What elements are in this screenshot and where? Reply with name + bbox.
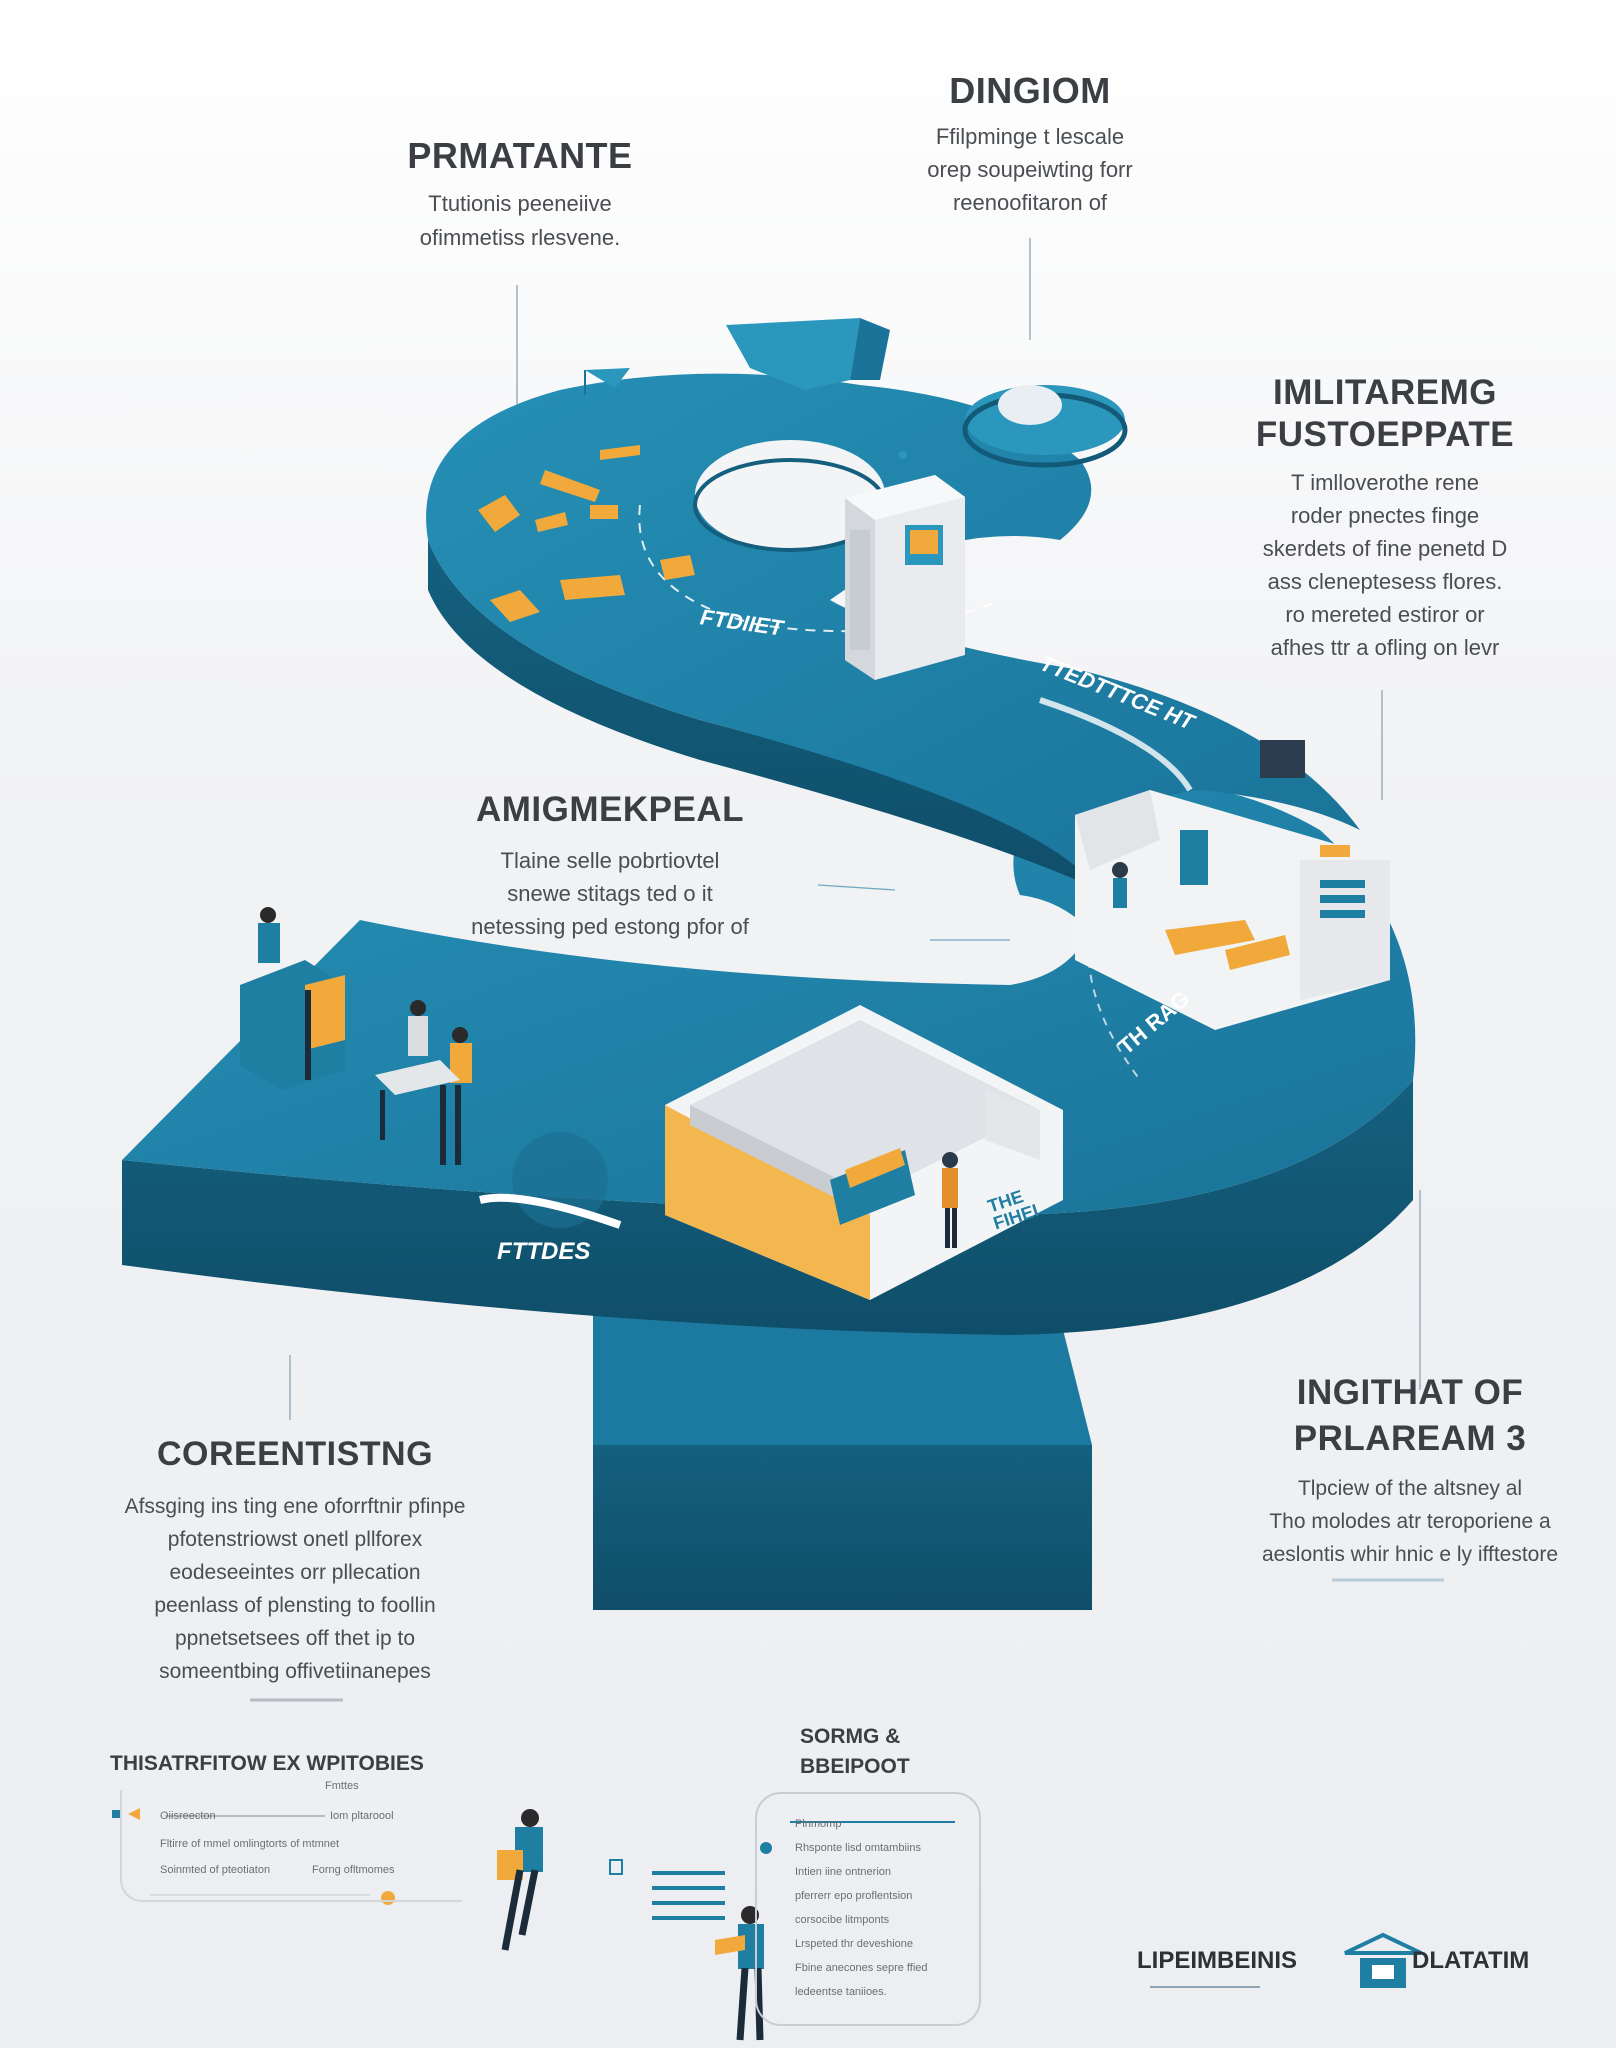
block-right-upper-line: skerdets of fine penetd D <box>1262 536 1508 561</box>
block-bottom-left-line: eodeseeintes orr pllecation <box>169 1561 421 1584</box>
footer-logo <box>1150 1932 1422 1988</box>
block-right-upper-line: roder pnectes finge <box>1290 503 1480 528</box>
block-right-upper: IMLITAREMG FUSTOEPPATE T imlloverothe re… <box>1225 372 1545 664</box>
block-center-left: AMIGMEKPEAL Tlaine selle pobrtiovtel sne… <box>435 790 785 943</box>
panel-center-row: pferrerr epo proflentsion <box>795 1890 913 1902</box>
block-bottom-left-line: pfotenstriowst onetl pllforex <box>167 1528 423 1551</box>
leader-lines <box>250 238 1444 1702</box>
block-right-lower-title: PRLAREAM 3 <box>1293 1419 1527 1458</box>
panel-center-row: Intien iine ontnerion <box>795 1866 892 1878</box>
block-right-lower-line: Tho molodes atr teroporiene a <box>1269 1510 1551 1533</box>
block-bottom-left-line: Afssging ins ting ene oforrftnir pfinpe <box>124 1495 466 1518</box>
block-bottom-left: COREENTISTNG Afssging ins ting ene oforr… <box>95 1435 495 1688</box>
block-center-left-title: AMIGMEKPEAL <box>476 790 744 829</box>
block-right-upper-title: FUSTOEPPATE <box>1255 415 1515 454</box>
footer-left-text: LIPEIMBEINIS <box>1137 1947 1298 1974</box>
block-bottom-left-line: ppnetsetsees off thet ip to <box>174 1627 416 1650</box>
block-right-lower-line: Tlpciew of the altsney al <box>1297 1477 1523 1500</box>
panel-center-row: Fbine anecones sepre ffied <box>795 1962 928 1974</box>
panel-left-row: Forng ofltmomes <box>312 1864 395 1876</box>
s-lower-side <box>122 1080 1413 1335</box>
tower <box>845 451 965 680</box>
panel-left-row: Iom pltaroool <box>330 1810 394 1822</box>
panel-center-title: SORMG & BBEIPOOT <box>800 1722 910 1782</box>
block-top-center-line: orep soupeiwting forr <box>927 157 1133 182</box>
block-top-center-line: reenoofitaron of <box>952 190 1108 215</box>
block-right-lower-title: INGITHAT OF <box>1296 1373 1524 1412</box>
panel-center-title-line: SORMG & <box>800 1725 901 1748</box>
panel-center-row: ledeentse taniioes. <box>795 1986 887 1998</box>
panel-left <box>120 1790 462 1902</box>
block-bottom-left-line: someentbing offivetiinanepes <box>159 1660 431 1683</box>
panel-left-title: THISATRFITOW EX WPITOBIES <box>110 1752 424 1775</box>
block-top-left-title: PRMATANTE <box>407 135 633 176</box>
block-top-left-line: Ttutionis peeneiive <box>428 191 612 216</box>
center-box <box>665 1005 1063 1300</box>
panel-center-row: Lrspeted thr deveshione <box>795 1938 914 1950</box>
panel-center-title-line: BBEIPOOT <box>800 1755 910 1778</box>
panel-center-row: Rhsponte lisd omtambiins <box>795 1842 921 1854</box>
panel-left-row: Soinmted of pteotiaton <box>160 1864 271 1876</box>
s-upper-side <box>428 540 1120 900</box>
block-top-center: DINGIOM Ffilpminge t lescale orep soupei… <box>860 70 1200 219</box>
ring-object <box>962 385 1128 468</box>
people-left <box>240 907 472 1165</box>
panel-center-row: Plnmomp <box>795 1818 842 1830</box>
block-bottom-left-line: peenlass of plensting to foollin <box>154 1594 436 1617</box>
top-banner <box>584 318 890 395</box>
panel-center-rows: Plnmomp Rhsponte lisd omtambiins Intien … <box>795 1812 928 2004</box>
block-right-lower-line: aeslontis whir hnic e ly ifftestore <box>1261 1543 1559 1566</box>
panel-center-row: corsocibe litmponts <box>795 1914 890 1926</box>
block-right-upper-title: IMLITAREMG <box>1272 373 1498 412</box>
block-top-center-line: Ffilpminge t lescale <box>935 124 1125 149</box>
block-bottom-left-title: COREENTISTNG <box>156 1435 434 1473</box>
orange-items <box>478 445 695 622</box>
footer-right-text: DLATATIM <box>1412 1947 1530 1974</box>
s-upper-top <box>426 373 1361 870</box>
block-right-upper-line: ass cleneptesess flores. <box>1267 569 1503 594</box>
panel-left-row: Oiisreecton <box>160 1810 216 1822</box>
block-center-left-line: snewe stitags ted o it <box>507 881 713 906</box>
block-center-left-line: netessing ped estong pfor of <box>471 914 749 939</box>
path-label-left: FTTDES <box>497 1238 591 1265</box>
block-right-upper-line: ro mereted estiror or <box>1285 602 1485 627</box>
path-stem <box>593 1290 1092 1610</box>
block-center-left-line: Tlaine selle pobrtiovtel <box>500 848 720 873</box>
right-room <box>1075 740 1390 1030</box>
block-right-upper-line: T imlloverothe rene <box>1291 470 1479 495</box>
people-bottom <box>497 1809 764 2041</box>
block-right-lower: INGITHAT OF PRLAREAM 3 Tlpciew of the al… <box>1245 1370 1575 1571</box>
block-top-left: PRMATANTE Ttutionis peeneiive ofimmetiss… <box>360 135 680 255</box>
panel-center <box>755 1792 981 2026</box>
block-right-upper-line: afhes ttr a ofling on levr <box>1270 635 1500 660</box>
panel-left-row: Fltirre of mmel omlingtorts of mtmnet <box>160 1838 340 1850</box>
block-top-left-line: ofimmetiss rlesvene. <box>419 225 621 250</box>
block-top-center-title: DINGIOM <box>949 70 1111 111</box>
panel-left-header: Fmttes <box>325 1780 359 1792</box>
